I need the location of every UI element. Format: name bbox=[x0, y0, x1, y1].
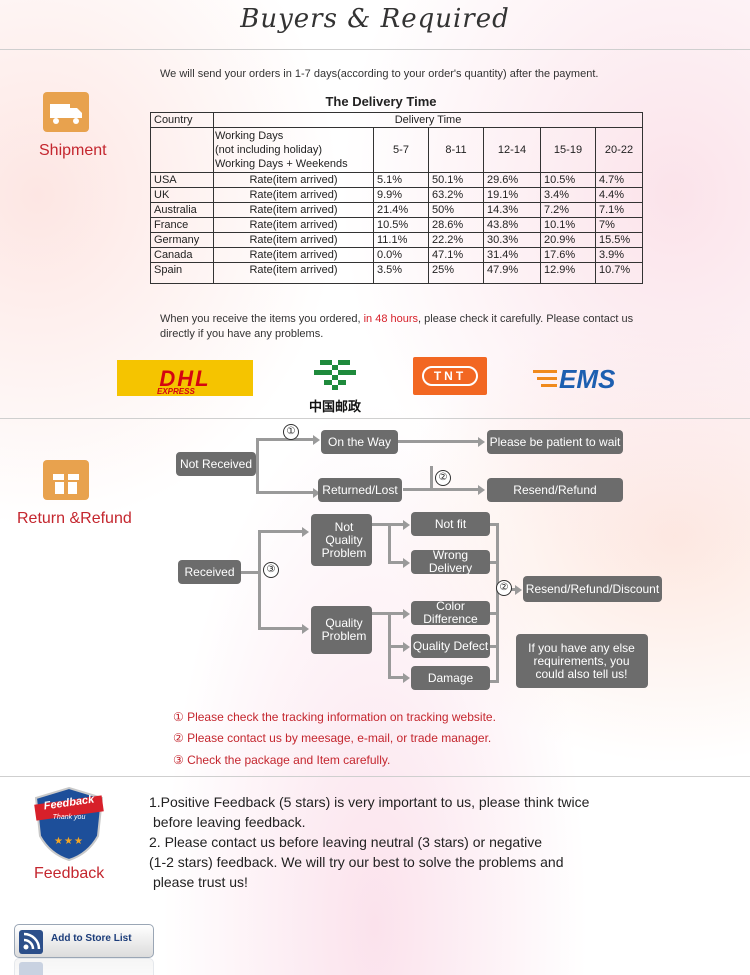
range-cell: 12-14 bbox=[483, 127, 541, 173]
quality-defect-box: Quality Defect bbox=[411, 634, 490, 658]
table-header-row: Country Delivery Time bbox=[150, 112, 643, 128]
ems-logo: EMS bbox=[533, 364, 633, 396]
table-row: France Rate(item arrived) 10.5% 28.6% 43… bbox=[150, 217, 643, 233]
gift-icon bbox=[43, 460, 89, 500]
add-to-store-list-button[interactable]: Add to Store List bbox=[14, 924, 154, 958]
table-subheader-row: Working Days (not including holiday) Wor… bbox=[150, 127, 643, 173]
feedback-label: Feedback bbox=[34, 865, 105, 882]
resend-refund-box: Resend/Refund bbox=[487, 478, 623, 502]
tip-contact: ② Please contact us by meesage, e-mail, … bbox=[173, 731, 492, 745]
tnt-logo: TNT bbox=[413, 357, 487, 395]
color-difference-box: Color Difference bbox=[411, 600, 490, 626]
page-title: Buyers & Required bbox=[240, 4, 510, 34]
button-reflection: Add to Store List bbox=[14, 958, 154, 975]
not-fit-box: Not fit bbox=[411, 512, 490, 536]
quality-problem-box: Quality Problem bbox=[311, 606, 372, 654]
shipment-label: Shipment bbox=[39, 142, 107, 159]
table-row: UK Rate(item arrived) 9.9% 63.2% 19.1% 3… bbox=[150, 187, 643, 203]
china-post-emblem-icon bbox=[314, 360, 356, 390]
divider bbox=[0, 49, 750, 50]
tip-tracking: ① Please check the tracking information … bbox=[173, 710, 496, 724]
feedback-text: 1.Positive Feedback (5 stars) is very im… bbox=[149, 794, 590, 890]
range-cell: 20-22 bbox=[595, 127, 643, 173]
feedback-badge-icon: Feedback Thank you ★★★ bbox=[32, 786, 106, 862]
star-icon: ★★★ bbox=[54, 836, 84, 847]
tell-us-box: If you have any else requirements, you c… bbox=[516, 634, 648, 688]
delivery-table-title: The Delivery Time bbox=[325, 94, 437, 109]
table-row: Spain Rate(item arrived) 3.5% 25% 47.9% … bbox=[150, 262, 643, 284]
shipment-intro: We will send your orders in 1-7 days(acc… bbox=[160, 68, 599, 80]
table-row: Canada Rate(item arrived) 0.0% 47.1% 31.… bbox=[150, 247, 643, 263]
on-the-way-box: On the Way bbox=[321, 430, 398, 454]
resend-refund-discount-box: Resend/Refund/Discount bbox=[523, 576, 662, 602]
china-post-logo: 中国邮政 bbox=[294, 354, 376, 416]
divider bbox=[0, 418, 750, 419]
wrong-delivery-box: Wrong Delivery bbox=[411, 549, 490, 575]
range-cell: 5-7 bbox=[373, 127, 429, 173]
damage-box: Damage bbox=[411, 666, 490, 690]
working-days-cell: Working Days (not including holiday) Wor… bbox=[213, 127, 374, 173]
step-number: ① bbox=[283, 424, 299, 440]
delivery-time-header: Delivery Time bbox=[213, 112, 643, 128]
be-patient-box: Please be patient to wait bbox=[487, 430, 623, 454]
range-cell: 8-11 bbox=[428, 127, 484, 173]
range-cell: 15-19 bbox=[540, 127, 596, 173]
received-box: Received bbox=[178, 560, 241, 584]
tip-package: ③ Check the package and Item carefully. bbox=[173, 753, 391, 767]
not-quality-problem-box: Not Quality Problem bbox=[311, 514, 372, 566]
table-row: USA Rate(item arrived) 5.1% 50.1% 29.6% … bbox=[150, 172, 643, 188]
divider bbox=[0, 776, 750, 777]
step-number: ② bbox=[496, 580, 512, 596]
country-header: Country bbox=[150, 112, 214, 128]
table-row: Australia Rate(item arrived) 21.4% 50% 1… bbox=[150, 202, 643, 218]
not-received-box: Not Received bbox=[176, 452, 256, 476]
step-number: ② bbox=[435, 470, 451, 486]
rss-icon bbox=[19, 930, 43, 954]
dhl-logo: DHL EXPRESS bbox=[117, 360, 253, 396]
truck-icon bbox=[43, 92, 89, 132]
check-note: When you receive the items you ordered, … bbox=[160, 313, 634, 340]
step-number: ③ bbox=[263, 562, 279, 578]
delivery-table: Country Delivery Time Working Days (not … bbox=[150, 112, 643, 284]
returned-lost-box: Returned/Lost bbox=[318, 478, 402, 502]
table-row: Germany Rate(item arrived) 11.1% 22.2% 3… bbox=[150, 232, 643, 248]
return-refund-label: Return &Refund bbox=[17, 510, 132, 527]
